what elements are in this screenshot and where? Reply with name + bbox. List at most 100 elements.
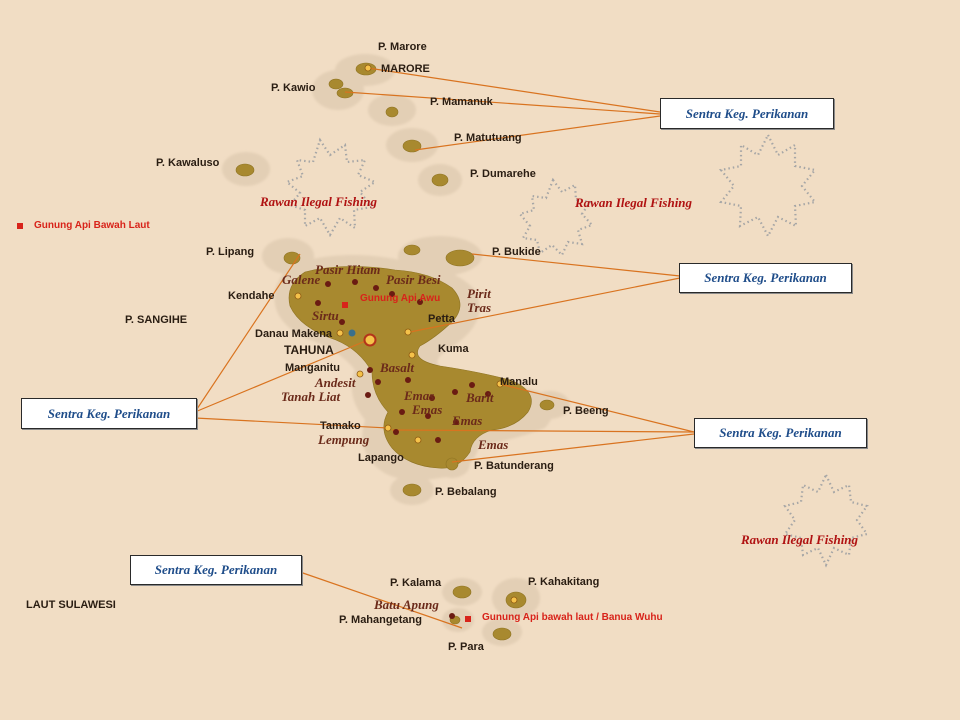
- mineral-dot: [315, 300, 321, 306]
- label-rawan-ilegal-fishing-2: Rawan Ilegal Fishing: [575, 195, 693, 210]
- label-p-para: P. Para: [448, 641, 484, 653]
- label-p-marore: P. Marore: [378, 41, 427, 53]
- resource-emas-4: Emas: [478, 437, 509, 452]
- label-p-lipang: P. Lipang: [206, 246, 255, 258]
- resource-emas-2: Emas: [412, 402, 443, 417]
- legend-gunung-api-bawah-laut: Gunung Api Bawah Laut: [34, 220, 150, 231]
- reef-kawio: [312, 70, 364, 110]
- leader-line: [414, 115, 661, 151]
- settlement-dot: [364, 64, 372, 72]
- settlement-dot: [510, 596, 518, 604]
- leader-line: [451, 433, 695, 463]
- mineral-dot: [452, 389, 458, 395]
- island-matutuang: [402, 139, 422, 153]
- mineral-dot: [389, 291, 395, 297]
- label-tamako: Tamako: [320, 420, 361, 432]
- label-petta: Petta: [428, 313, 455, 325]
- resource-lempung: Lempung: [318, 432, 370, 447]
- settlement-dots: [294, 64, 518, 604]
- mineral-dot: [367, 367, 373, 373]
- label-p-kawaluso: P. Kawaluso: [156, 157, 220, 169]
- label-p-mamanuk: P. Mamanuk: [430, 96, 493, 108]
- fishing-center-box-south: Sentra Keg. Perikanan: [130, 555, 302, 585]
- label-manganitu: Manganitu: [285, 362, 340, 374]
- island-kalama: [452, 585, 472, 599]
- leader-line: [391, 429, 695, 433]
- label-gunung-api-awu: Gunung Api Awu: [360, 293, 441, 304]
- resource-sirtu: Sirtu: [312, 308, 339, 323]
- resource-pirit: Pirit: [467, 286, 491, 301]
- island-kawio: [328, 78, 344, 90]
- label-lapango: Lapango: [358, 452, 404, 464]
- resource-barit: Barit: [466, 390, 494, 405]
- label-marore: MARORE: [381, 63, 430, 75]
- label-manalu: Manalu: [500, 376, 538, 388]
- label-p-dumarehe: P. Dumarehe: [470, 168, 536, 180]
- leader-line: [344, 91, 661, 115]
- fishing-center-box-west: Sentra Keg. Perikanan: [21, 398, 197, 429]
- island-beeng: [539, 399, 555, 411]
- leader-lines: [194, 67, 695, 629]
- label-banua-wuhu: Gunung Api bawah laut / Banua Wuhu: [482, 612, 663, 623]
- island-kawaluso: [235, 163, 255, 177]
- settlement-dot: [408, 351, 416, 359]
- leader-line: [194, 417, 389, 429]
- label-kendahe: Kendahe: [228, 290, 275, 302]
- resource-tras: Tras: [467, 300, 492, 315]
- illegal-fishing-zones: [284, 132, 869, 568]
- danger-zone-star-1: [284, 137, 378, 238]
- resource-andesit: Andesit: [315, 375, 356, 390]
- mineral-dot: [449, 613, 455, 619]
- mineral-dot: [352, 279, 358, 285]
- mineral-dot: [393, 429, 399, 435]
- label-p-bukide: P. Bukide: [492, 246, 541, 258]
- volcano-awu-marker: [342, 302, 348, 308]
- resource-tanah-liat: Tanah Liat: [281, 389, 341, 404]
- island-bukide-2: [403, 244, 421, 256]
- label-rawan-ilegal-fishing-3: Rawan Ilegal Fishing: [741, 532, 859, 547]
- tahuna-marker: [363, 333, 377, 347]
- island-bukide: [445, 249, 475, 267]
- fishing-center-box-east-lower: Sentra Keg. Perikanan: [694, 418, 867, 448]
- leader-line: [299, 571, 463, 629]
- leader-line: [409, 277, 681, 333]
- label-laut-sulawesi: LAUT SULAWESI: [26, 599, 116, 611]
- lake-danau-makena: [348, 329, 356, 337]
- island-mamanuk: [385, 106, 399, 118]
- fishing-center-box-north: Sentra Keg. Perikanan: [660, 98, 834, 129]
- mineral-dot: [453, 419, 459, 425]
- label-rawan-ilegal-fishing-1: Rawan Ilegal Fishing: [260, 194, 378, 209]
- volcano-banua-wuhu-marker: [465, 616, 471, 622]
- mineral-dot: [417, 299, 423, 305]
- settlement-dot: [384, 424, 392, 432]
- settlement-dot: [356, 370, 364, 378]
- leader-line: [367, 67, 661, 113]
- label-kuma: Kuma: [438, 343, 469, 355]
- settlement-dot: [294, 292, 302, 300]
- label-p-bebalang: P. Bebalang: [435, 486, 497, 498]
- leader-line: [499, 383, 695, 433]
- legend-volcano-marker: [17, 223, 23, 229]
- mineral-dot: [405, 377, 411, 383]
- mineral-dot: [429, 395, 435, 401]
- label-p-batunderang: P. Batunderang: [474, 460, 554, 472]
- island-batunderang: [445, 457, 459, 471]
- settlement-dot: [336, 329, 344, 337]
- mineral-dot: [435, 437, 441, 443]
- label-p-kalama: P. Kalama: [390, 577, 442, 589]
- leader-line: [194, 253, 301, 413]
- label-p-mahangetang: P. Mahangetang: [339, 614, 422, 626]
- resource-emas-1: Emas: [404, 388, 435, 403]
- island-para: [492, 627, 512, 641]
- mineral-dot: [325, 281, 331, 287]
- label-p-kawio: P. Kawio: [271, 82, 316, 94]
- label-p-beeng: P. Beeng: [563, 405, 609, 417]
- island-sangihe: [288, 266, 532, 469]
- mineral-dot: [425, 413, 431, 419]
- settlement-dot: [404, 328, 412, 336]
- settlement-dot: [496, 380, 504, 388]
- resource-batu-apung: Batu Apung: [374, 597, 439, 612]
- mineral-dot: [339, 319, 345, 325]
- fishing-center-box-east-upper: Sentra Keg. Perikanan: [679, 263, 852, 293]
